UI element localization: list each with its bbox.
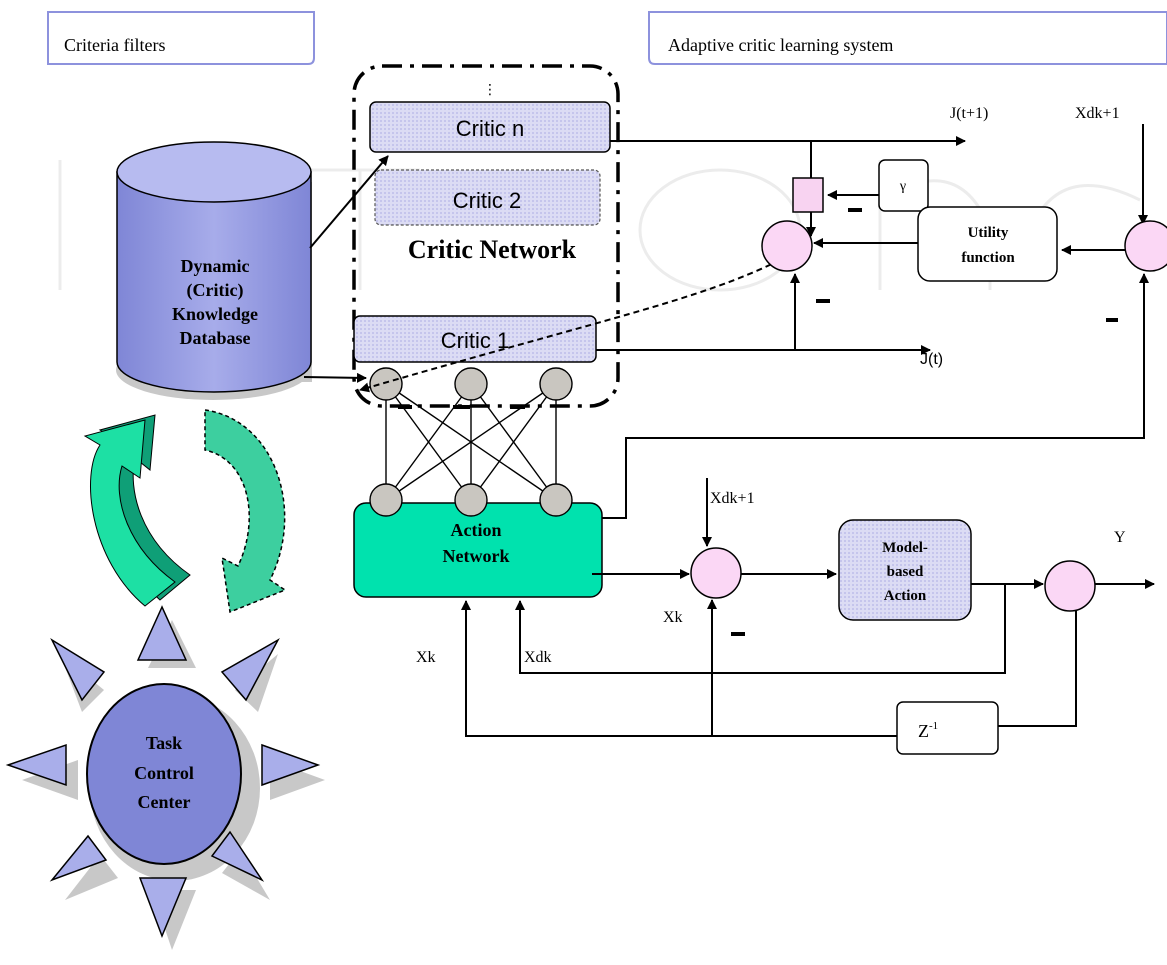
utility-sum-junction — [1124, 220, 1167, 272]
action-network-box: Action Network — [353, 502, 603, 598]
critic-sum-junction — [761, 220, 813, 272]
delay-exponent: -1 — [929, 720, 938, 732]
xk-mid-label: Xk — [663, 609, 683, 626]
critic-1-box: Critic 1 — [353, 315, 597, 363]
xk-left-label: Xk — [416, 649, 436, 666]
critic-n-label: Critic n — [456, 116, 524, 141]
delay-box: Z-1 — [896, 701, 999, 755]
neural-connections — [385, 383, 557, 501]
xdk-feedback-path — [515, 584, 1006, 674]
utility-function-box: Utility function — [917, 206, 1058, 282]
action-to-utility-path — [602, 273, 1149, 519]
db-line-4: Database — [180, 328, 251, 348]
gamma-multiplier — [792, 177, 824, 213]
delay-label: Z-1 — [918, 720, 938, 741]
critic-2-label: Critic 2 — [453, 188, 521, 213]
task-line-3: Center — [138, 792, 191, 812]
adaptive-critic-header: Adaptive critic learning system — [648, 11, 1167, 65]
model-based-action-box: Model- based Action — [838, 519, 972, 621]
db-line-2: (Critic) — [187, 280, 244, 301]
neuron-nodes — [369, 367, 573, 517]
criteria-filters-header: Criteria filters — [47, 11, 315, 65]
critic-2-box: Critic 2 — [374, 169, 601, 226]
task-line-2: Control — [134, 763, 194, 783]
db-line-3: Knowledge — [172, 304, 258, 324]
xdk-label: Xdk — [524, 649, 552, 666]
action-line-2: Network — [443, 546, 510, 566]
criteria-filters-label: Criteria filters — [64, 35, 165, 55]
utility-line-2: function — [961, 250, 1015, 266]
delay-base: Z — [918, 721, 929, 741]
summing-junctions — [690, 220, 1167, 612]
db-to-network-arrow — [303, 372, 367, 383]
y-label: Y — [1114, 529, 1126, 546]
j-next-label: J(t+1) — [950, 105, 988, 122]
xk-feedback-path — [461, 600, 897, 737]
action-sum-junction — [690, 547, 742, 599]
cycle-arrows — [83, 409, 287, 614]
critic-1-label: Critic 1 — [441, 328, 509, 353]
task-line-1: Task — [146, 733, 182, 753]
critic-network-title: Critic Network — [408, 235, 577, 264]
critic-n-box: Critic n — [369, 101, 611, 153]
critic-network-frame — [352, 64, 620, 408]
db-line-1: Dynamic — [181, 256, 250, 276]
task-control-center: Task Control Center — [5, 605, 325, 950]
gamma-box: γ — [878, 159, 929, 212]
adaptive-critic-label: Adaptive critic learning system — [668, 35, 893, 55]
output-to-delay-path — [998, 611, 1077, 727]
gamma-label: γ — [899, 179, 906, 194]
model-line-1: Model- — [882, 540, 928, 556]
critic-stack-dots: ⋮ — [483, 81, 497, 97]
xdk1-mid-label: Xdk+1 — [710, 490, 755, 507]
action-line-1: Action — [451, 520, 502, 540]
model-line-3: Action — [884, 588, 927, 604]
output-sum-junction — [1044, 560, 1096, 612]
model-line-2: based — [887, 564, 924, 580]
knowledge-database: Dynamic (Critic) Knowledge Database — [116, 141, 312, 400]
xdk1-top-label: Xdk+1 — [1075, 105, 1120, 122]
utility-line-1: Utility — [968, 225, 1009, 241]
db-to-critic-arrow — [309, 155, 389, 249]
j-now-label: J(t) — [920, 351, 943, 368]
